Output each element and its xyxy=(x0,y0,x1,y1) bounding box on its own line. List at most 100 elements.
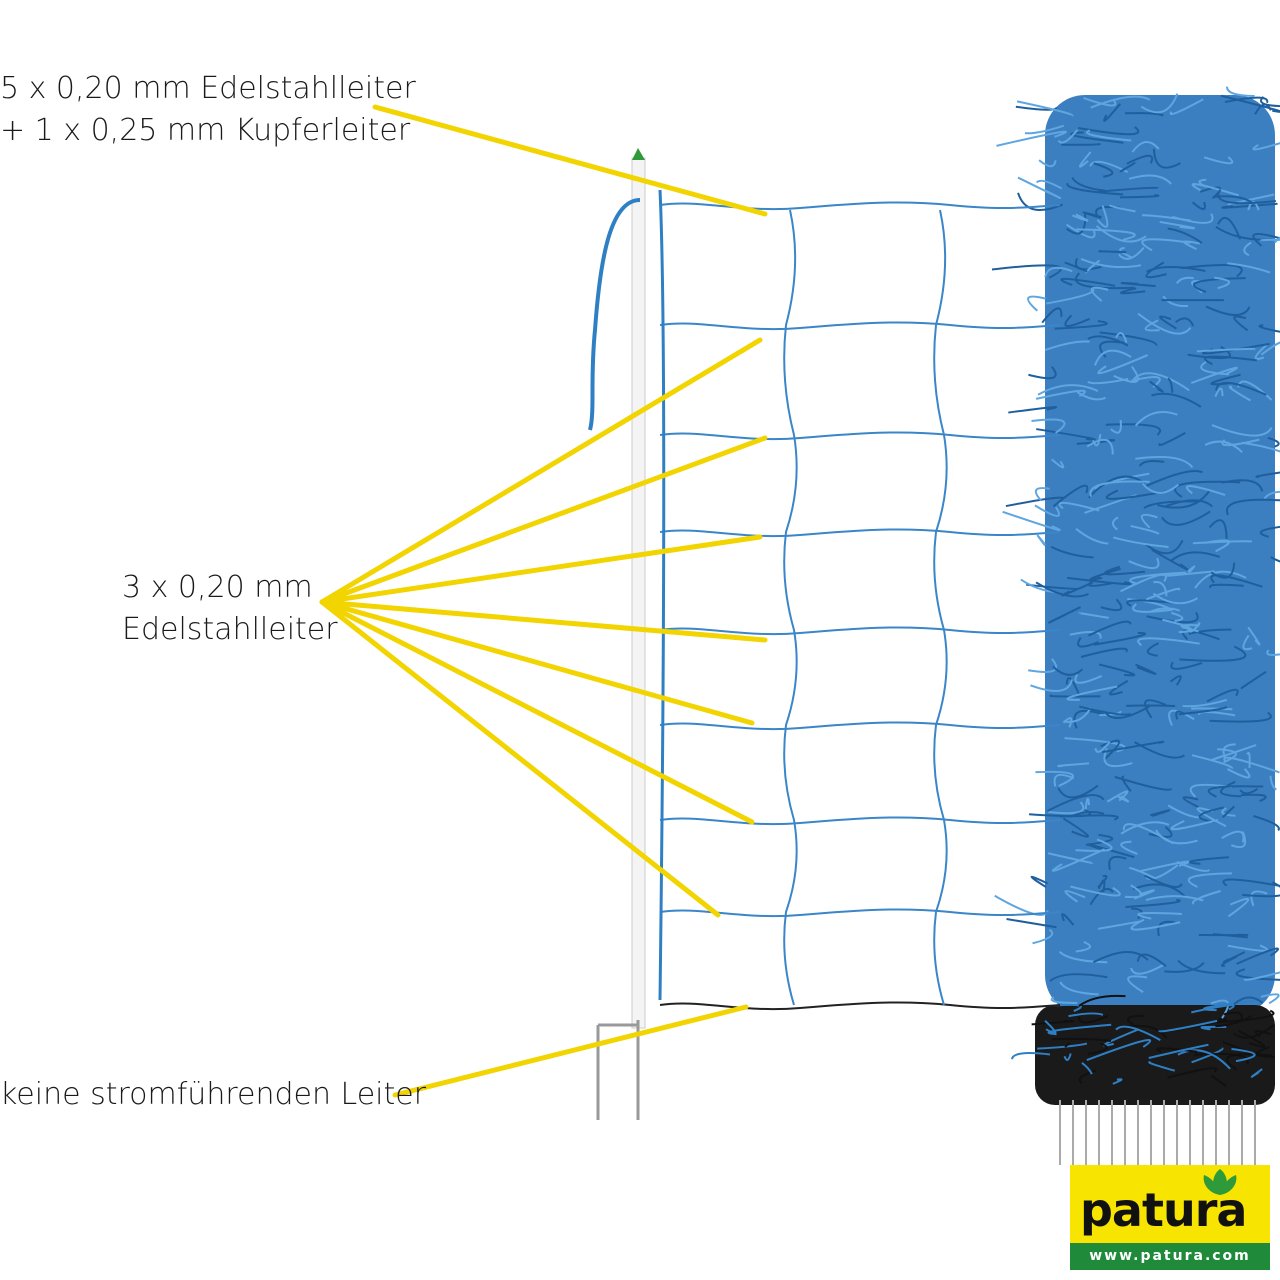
roll-strand xyxy=(1070,131,1124,144)
roll-strand xyxy=(1260,341,1280,356)
roll-strand xyxy=(1077,637,1099,648)
roll-strand xyxy=(1167,227,1203,244)
roll-strand xyxy=(1260,993,1280,1005)
roll-strand xyxy=(1024,124,1065,135)
roll-strand xyxy=(1036,428,1096,441)
roll-strand xyxy=(1131,141,1160,153)
roll-strand xyxy=(1128,557,1160,570)
roll-strand xyxy=(1063,1053,1072,1061)
roll-strand xyxy=(1137,637,1200,647)
roll-strand xyxy=(1205,305,1251,316)
roll-strand xyxy=(1209,711,1272,723)
roll-strand xyxy=(1006,918,1057,929)
roll-strand xyxy=(1124,884,1143,899)
roll-strand xyxy=(1146,265,1206,273)
roll-strand xyxy=(1146,611,1199,624)
roll-strand xyxy=(1240,670,1267,689)
roll-strand xyxy=(1047,801,1085,815)
roll-strand xyxy=(1144,469,1203,488)
callout-line xyxy=(319,534,763,605)
roll-strand xyxy=(1188,856,1230,865)
roll-strand xyxy=(1064,1042,1071,1048)
roll-strand xyxy=(1071,177,1106,192)
horizontal-wire xyxy=(659,626,1061,636)
roll-strand xyxy=(1114,775,1173,791)
roll-strand xyxy=(1101,740,1165,754)
roll-strand xyxy=(1144,874,1183,888)
callout-line xyxy=(319,337,763,605)
roll-strand xyxy=(1143,500,1200,509)
roll-strand xyxy=(1227,262,1271,274)
roll-strand xyxy=(1035,389,1086,400)
roll-strand xyxy=(1198,806,1224,823)
roll-strand xyxy=(1061,142,1101,146)
roll-strand xyxy=(1158,432,1186,447)
logo-url: www.patura.com xyxy=(1070,1243,1270,1270)
roll-strand xyxy=(1177,1049,1231,1070)
roll-strand xyxy=(1233,315,1249,332)
roll-strand xyxy=(1144,319,1160,332)
roll-strand xyxy=(1194,1052,1249,1065)
roll-strand xyxy=(1074,272,1135,290)
roll-strand xyxy=(1098,663,1136,677)
roll-strand xyxy=(1141,482,1179,494)
roll-strand xyxy=(1113,536,1169,548)
roll-strand xyxy=(1098,186,1160,193)
roll-strand xyxy=(1108,204,1136,213)
roll-strand xyxy=(1152,148,1181,169)
roll-strand xyxy=(1220,94,1280,113)
roll-strand xyxy=(1061,913,1075,926)
roll-strand xyxy=(1132,883,1186,898)
callout-line xyxy=(392,1004,749,1098)
roll-strand xyxy=(1164,961,1205,973)
roll-strand xyxy=(1078,1069,1097,1084)
roll-strand xyxy=(1243,971,1280,981)
roll-strand xyxy=(1096,205,1109,228)
roll-strand xyxy=(1140,93,1179,114)
roll-strand xyxy=(996,130,1067,147)
roll-strand xyxy=(1267,436,1280,448)
roll-strand xyxy=(1242,634,1253,651)
roll-strand xyxy=(1148,1043,1209,1059)
roll-strand xyxy=(1048,606,1081,624)
roll-strand xyxy=(1230,831,1247,849)
roll-strand xyxy=(1062,817,1090,838)
roll-strand xyxy=(1131,907,1143,920)
roll-strand xyxy=(1167,377,1174,393)
roll-strand xyxy=(1151,548,1189,571)
roll-strand xyxy=(1148,1061,1176,1072)
roll-strand xyxy=(1203,999,1255,1012)
roll-strand xyxy=(1111,516,1119,531)
roll-strand xyxy=(1119,161,1136,173)
roll-strand xyxy=(1031,418,1066,434)
roll-strand xyxy=(1093,162,1114,178)
roll-strand xyxy=(1057,129,1079,144)
roll-strand xyxy=(1052,484,1089,508)
roll-strand xyxy=(1072,213,1089,222)
roll-strand xyxy=(1196,807,1227,828)
roll-strand xyxy=(1237,1029,1266,1048)
roll-strand xyxy=(1053,773,1075,787)
roll-strand xyxy=(1145,539,1184,555)
roll-strand xyxy=(1192,540,1252,545)
roll-strand xyxy=(1079,705,1131,716)
roll-strand xyxy=(1049,694,1101,698)
roll-strand xyxy=(1035,179,1063,190)
label-top-line1: 5 x 0,20 mm Edelstahlleiter xyxy=(0,71,416,106)
roll-strand xyxy=(1252,232,1280,247)
roll-strand xyxy=(1260,238,1280,242)
logo-yellow-panel: patura xyxy=(1070,1165,1270,1243)
roll-strand xyxy=(1208,519,1228,539)
fence-post xyxy=(588,148,666,1120)
roll-strand xyxy=(1247,200,1260,211)
roll-strand xyxy=(1161,510,1211,526)
roll-strand xyxy=(1125,112,1164,117)
roll-strand xyxy=(1223,756,1280,774)
roll-strand xyxy=(1250,1068,1263,1078)
roll-strand xyxy=(1063,707,1092,723)
roll-strand xyxy=(1076,391,1107,401)
roll-strand xyxy=(1224,96,1269,104)
label-middle-line1: 3 x 0,20 mm xyxy=(122,570,313,605)
roll-strand xyxy=(1088,475,1146,499)
roll-strand xyxy=(1031,1019,1075,1026)
